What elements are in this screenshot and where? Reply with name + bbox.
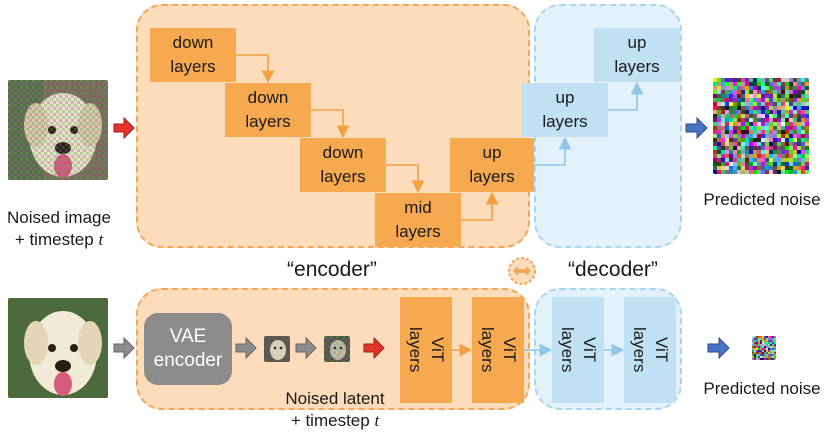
predicted-noise-image-bottom: [752, 336, 776, 360]
up-block-blue-2: up layers: [594, 28, 680, 82]
vit-block-blue-1: ViT layers: [552, 297, 604, 403]
down-block-2: down layers: [225, 83, 311, 137]
red-arrow-bottom: [363, 336, 385, 360]
output-caption-top: Predicted noise: [703, 190, 821, 209]
latent-thumb-1: [264, 336, 290, 362]
vit-block-blue-2: ViT layers: [624, 297, 676, 403]
up-block-orange: up layers: [450, 138, 534, 192]
blue-arrow-top: [685, 116, 708, 140]
up-block-blue-1: up layers: [522, 83, 608, 137]
predicted-noise-image-top: [713, 78, 809, 174]
arrow-down3-mid: [386, 164, 425, 194]
output-caption-bottom: Predicted noise: [703, 379, 821, 398]
swap-icon: [508, 257, 536, 285]
dog-image-bottom: [8, 298, 108, 398]
down-block-1: down layers: [150, 28, 236, 82]
blue-arrow-bottom: [707, 336, 730, 360]
gray-arrow-3: [295, 336, 317, 360]
input-caption-top: Noised image+ timestep t: [7, 208, 111, 249]
down-block-3: down layers: [300, 138, 386, 192]
vit-block-orange-2: ViT layers: [472, 297, 524, 403]
arrow-up-orange-blue1: [534, 136, 572, 166]
arrow-down1-down2: [236, 54, 275, 84]
gray-arrow-1: [113, 336, 135, 360]
noised-dog-image-top: [8, 80, 108, 180]
arrow-mid-up: [461, 191, 499, 221]
arrow-blue1-blue2: [608, 81, 644, 111]
connector-arrows: [113, 54, 730, 360]
red-arrow-top: [113, 116, 135, 140]
latent-thumb-2: [324, 336, 350, 362]
decoder-label: “decoder”: [568, 258, 658, 281]
mid-block: mid layers: [375, 193, 461, 247]
gray-arrow-2: [235, 336, 257, 360]
vit-block-orange-1: ViT layers: [400, 297, 452, 403]
vae-encoder-block: VAE encoder: [144, 313, 232, 385]
arrow-down2-down3: [311, 109, 350, 139]
encoder-label: “encoder”: [287, 258, 377, 281]
